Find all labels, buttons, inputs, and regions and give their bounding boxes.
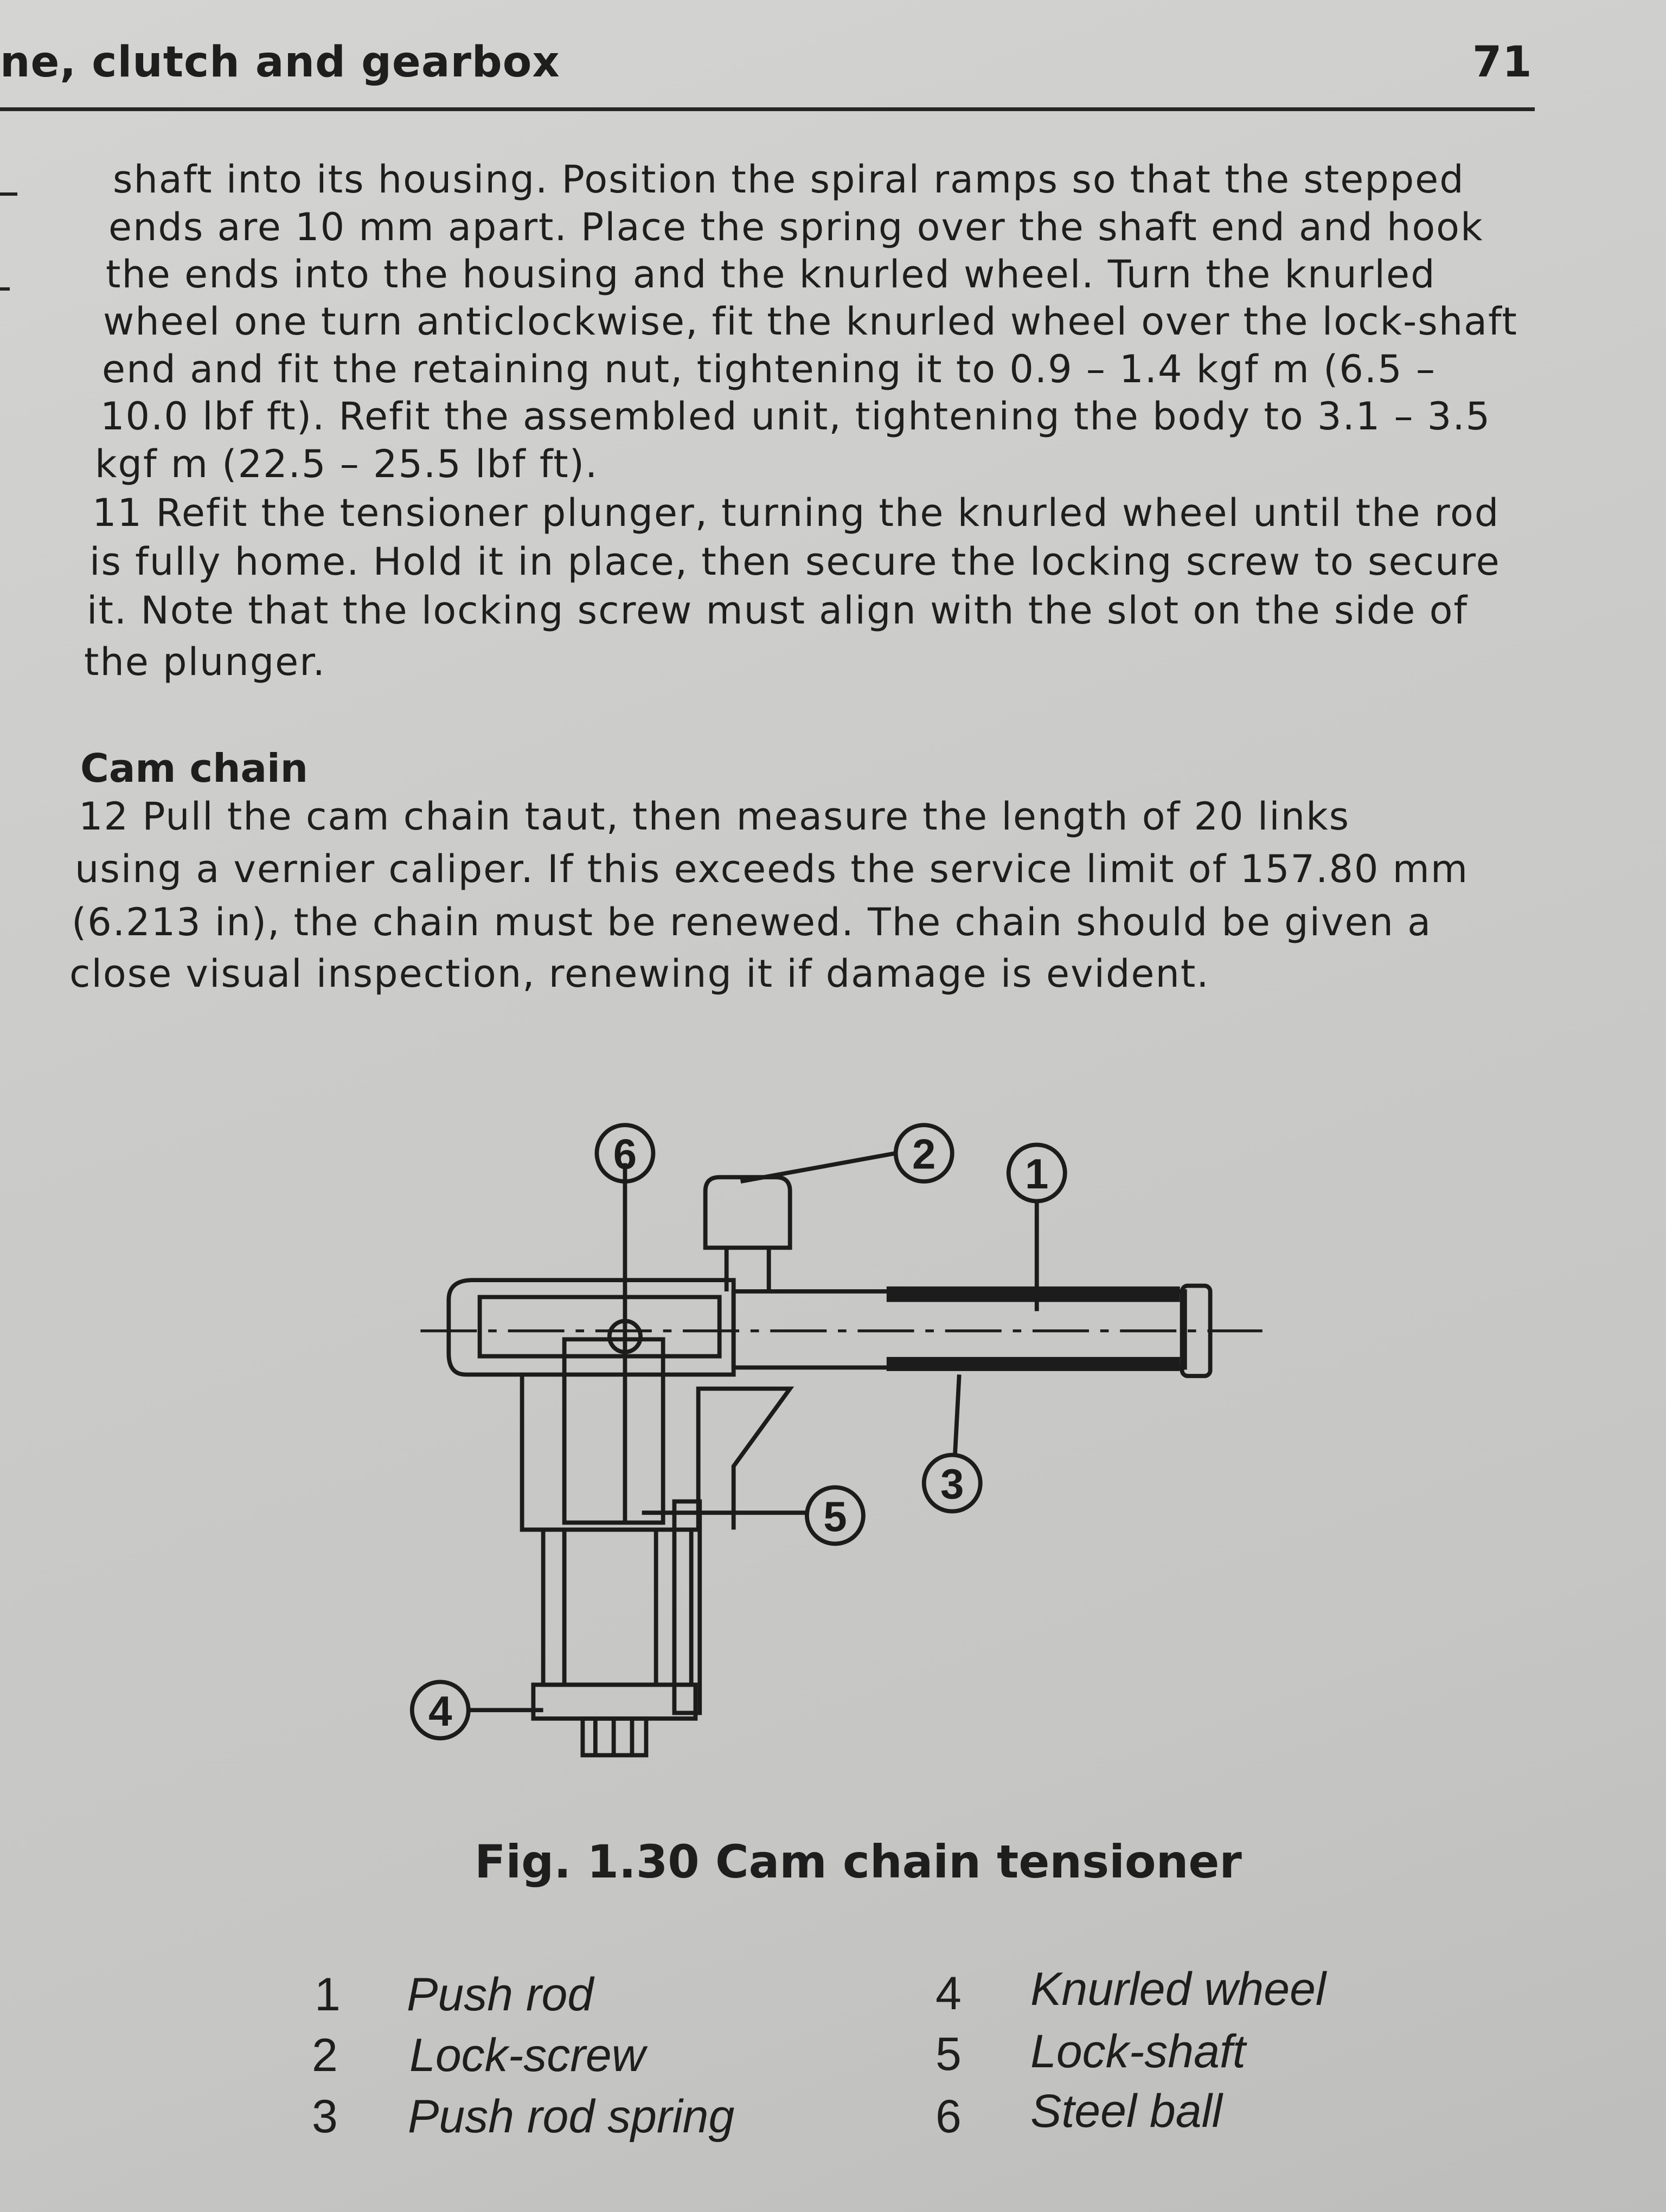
text-line: 11 Refit the tensioner plunger, turning … [92,491,1500,535]
legend-number: 4 [935,1967,962,2020]
push-rod-spring [886,1286,1180,1302]
legend-label: Lock-shaft [1030,2025,1246,2078]
page-number: 71 [1472,38,1533,87]
legend-number: 1 [315,1969,341,2021]
figure-caption: Fig. 1.30 Cam chain tensioner [475,1835,1242,1888]
callout-1: 1 [1025,1150,1048,1198]
text-line: 12 Pull the cam chain taut, then measure… [79,794,1350,839]
legend-label: Steel ball [1030,2085,1222,2137]
text-line: (6.213 in), the chain must be renewed. T… [72,900,1432,944]
legend-label: Push rod [407,1969,594,2021]
callout-4: 4 [428,1687,452,1735]
callout-2: 2 [912,1130,935,1178]
text-line: shaft into its housing. Position the spi… [113,157,1465,202]
legend-label: Knurled wheel [1030,1963,1327,2015]
legend-number: 3 [312,2091,338,2143]
text-line: wheel one turn anticlockwise, fit the kn… [103,299,1518,344]
text-line: end and fit the retaining nut, tightenin… [102,347,1436,391]
margin-mark [0,192,17,196]
tensioner-body [446,1278,736,1377]
legend-number: 5 [935,2028,962,2080]
text-line: using a vernier caliper. If this exceeds… [75,847,1469,891]
text-line: kgf m (22.5 – 25.5 lbf ft). [95,442,599,486]
legend-number: 2 [312,2029,338,2081]
text-line: it. Note that the locking screw must ali… [87,588,1469,633]
cam-chain-heading: Cam chain [80,745,308,791]
margin-mark [0,287,10,291]
text-line: ends are 10 mm apart. Place the spring o… [108,205,1484,249]
section-title: ne, clutch and gearbox [0,38,560,87]
header-rule [0,107,1535,111]
legend-label: Push rod spring [408,2091,735,2143]
text-line: the plunger. [84,640,326,684]
legend-number: 6 [935,2091,962,2143]
text-line: the ends into the housing and the knurle… [106,252,1436,297]
callout-5: 5 [823,1493,847,1540]
legend-label: Lock-screw [409,2029,645,2081]
lock-screw [703,1175,792,1250]
text-line: close visual inspection, renewing it if … [69,951,1210,996]
callout-6: 6 [613,1130,637,1178]
callout-3: 3 [940,1460,964,1508]
text-line: is fully home. Hold it in place, then se… [89,539,1501,584]
push-rod-end-cap [1180,1283,1213,1378]
text-line: 10.0 lbf ft). Refit the assembled unit, … [100,394,1491,439]
